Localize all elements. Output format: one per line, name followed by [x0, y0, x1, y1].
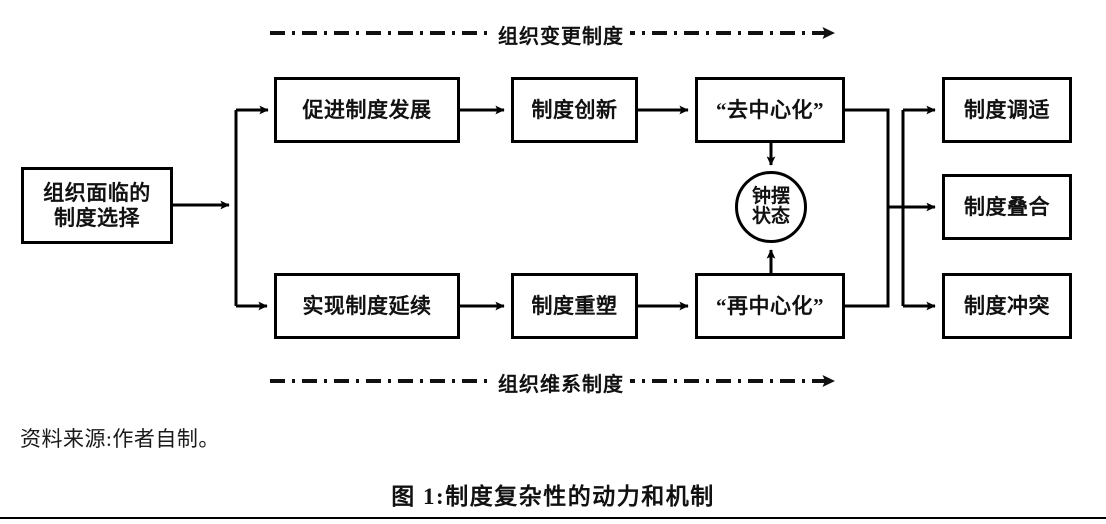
node-outcome-1[interactable]: 制度调适	[942, 77, 1072, 143]
node-outcome-3[interactable]: 制度冲突	[942, 273, 1072, 339]
connector-right-collector	[845, 108, 890, 308]
node-bottom-second[interactable]: 制度重塑	[511, 273, 638, 339]
node-bottom-branch[interactable]: 实现制度延续	[274, 273, 460, 339]
node-top-branch[interactable]: 促进制度发展	[274, 77, 460, 143]
node-top-third[interactable]: “去中心化”	[695, 77, 845, 143]
page-bottom-rule	[0, 517, 1106, 519]
node-pendulum-label: 钟摆 状态	[751, 186, 790, 227]
node-outcome-2[interactable]: 制度叠合	[942, 174, 1072, 240]
node-outcome-2-label: 制度叠合	[964, 194, 1050, 219]
flow-label-bottom: 组织维系制度	[492, 368, 630, 397]
node-top-third-label: “去中心化”	[716, 97, 824, 122]
node-outcome-3-label: 制度冲突	[964, 293, 1050, 318]
node-pendulum[interactable]: 钟摆 状态	[735, 171, 807, 243]
node-bottom-branch-label: 实现制度延续	[302, 293, 432, 318]
node-top-second[interactable]: 制度创新	[511, 77, 638, 143]
figure-source-note: 资料来源:作者自制。	[20, 427, 220, 451]
node-bottom-third-label: “再中心化”	[716, 293, 824, 318]
node-bottom-third[interactable]: “再中心化”	[695, 273, 845, 339]
node-top-branch-label: 促进制度发展	[302, 97, 432, 122]
node-bottom-second-label: 制度重塑	[531, 293, 618, 318]
figure-caption: 图 1:制度复杂性的动力和机制	[391, 484, 715, 509]
node-outcome-1-label: 制度调适	[964, 97, 1050, 122]
node-origin[interactable]: 组织面临的 制度选择	[21, 167, 173, 244]
node-top-second-label: 制度创新	[531, 97, 618, 122]
flow-label-top: 组织变更制度	[492, 20, 630, 49]
node-origin-label: 组织面临的 制度选择	[43, 180, 151, 230]
